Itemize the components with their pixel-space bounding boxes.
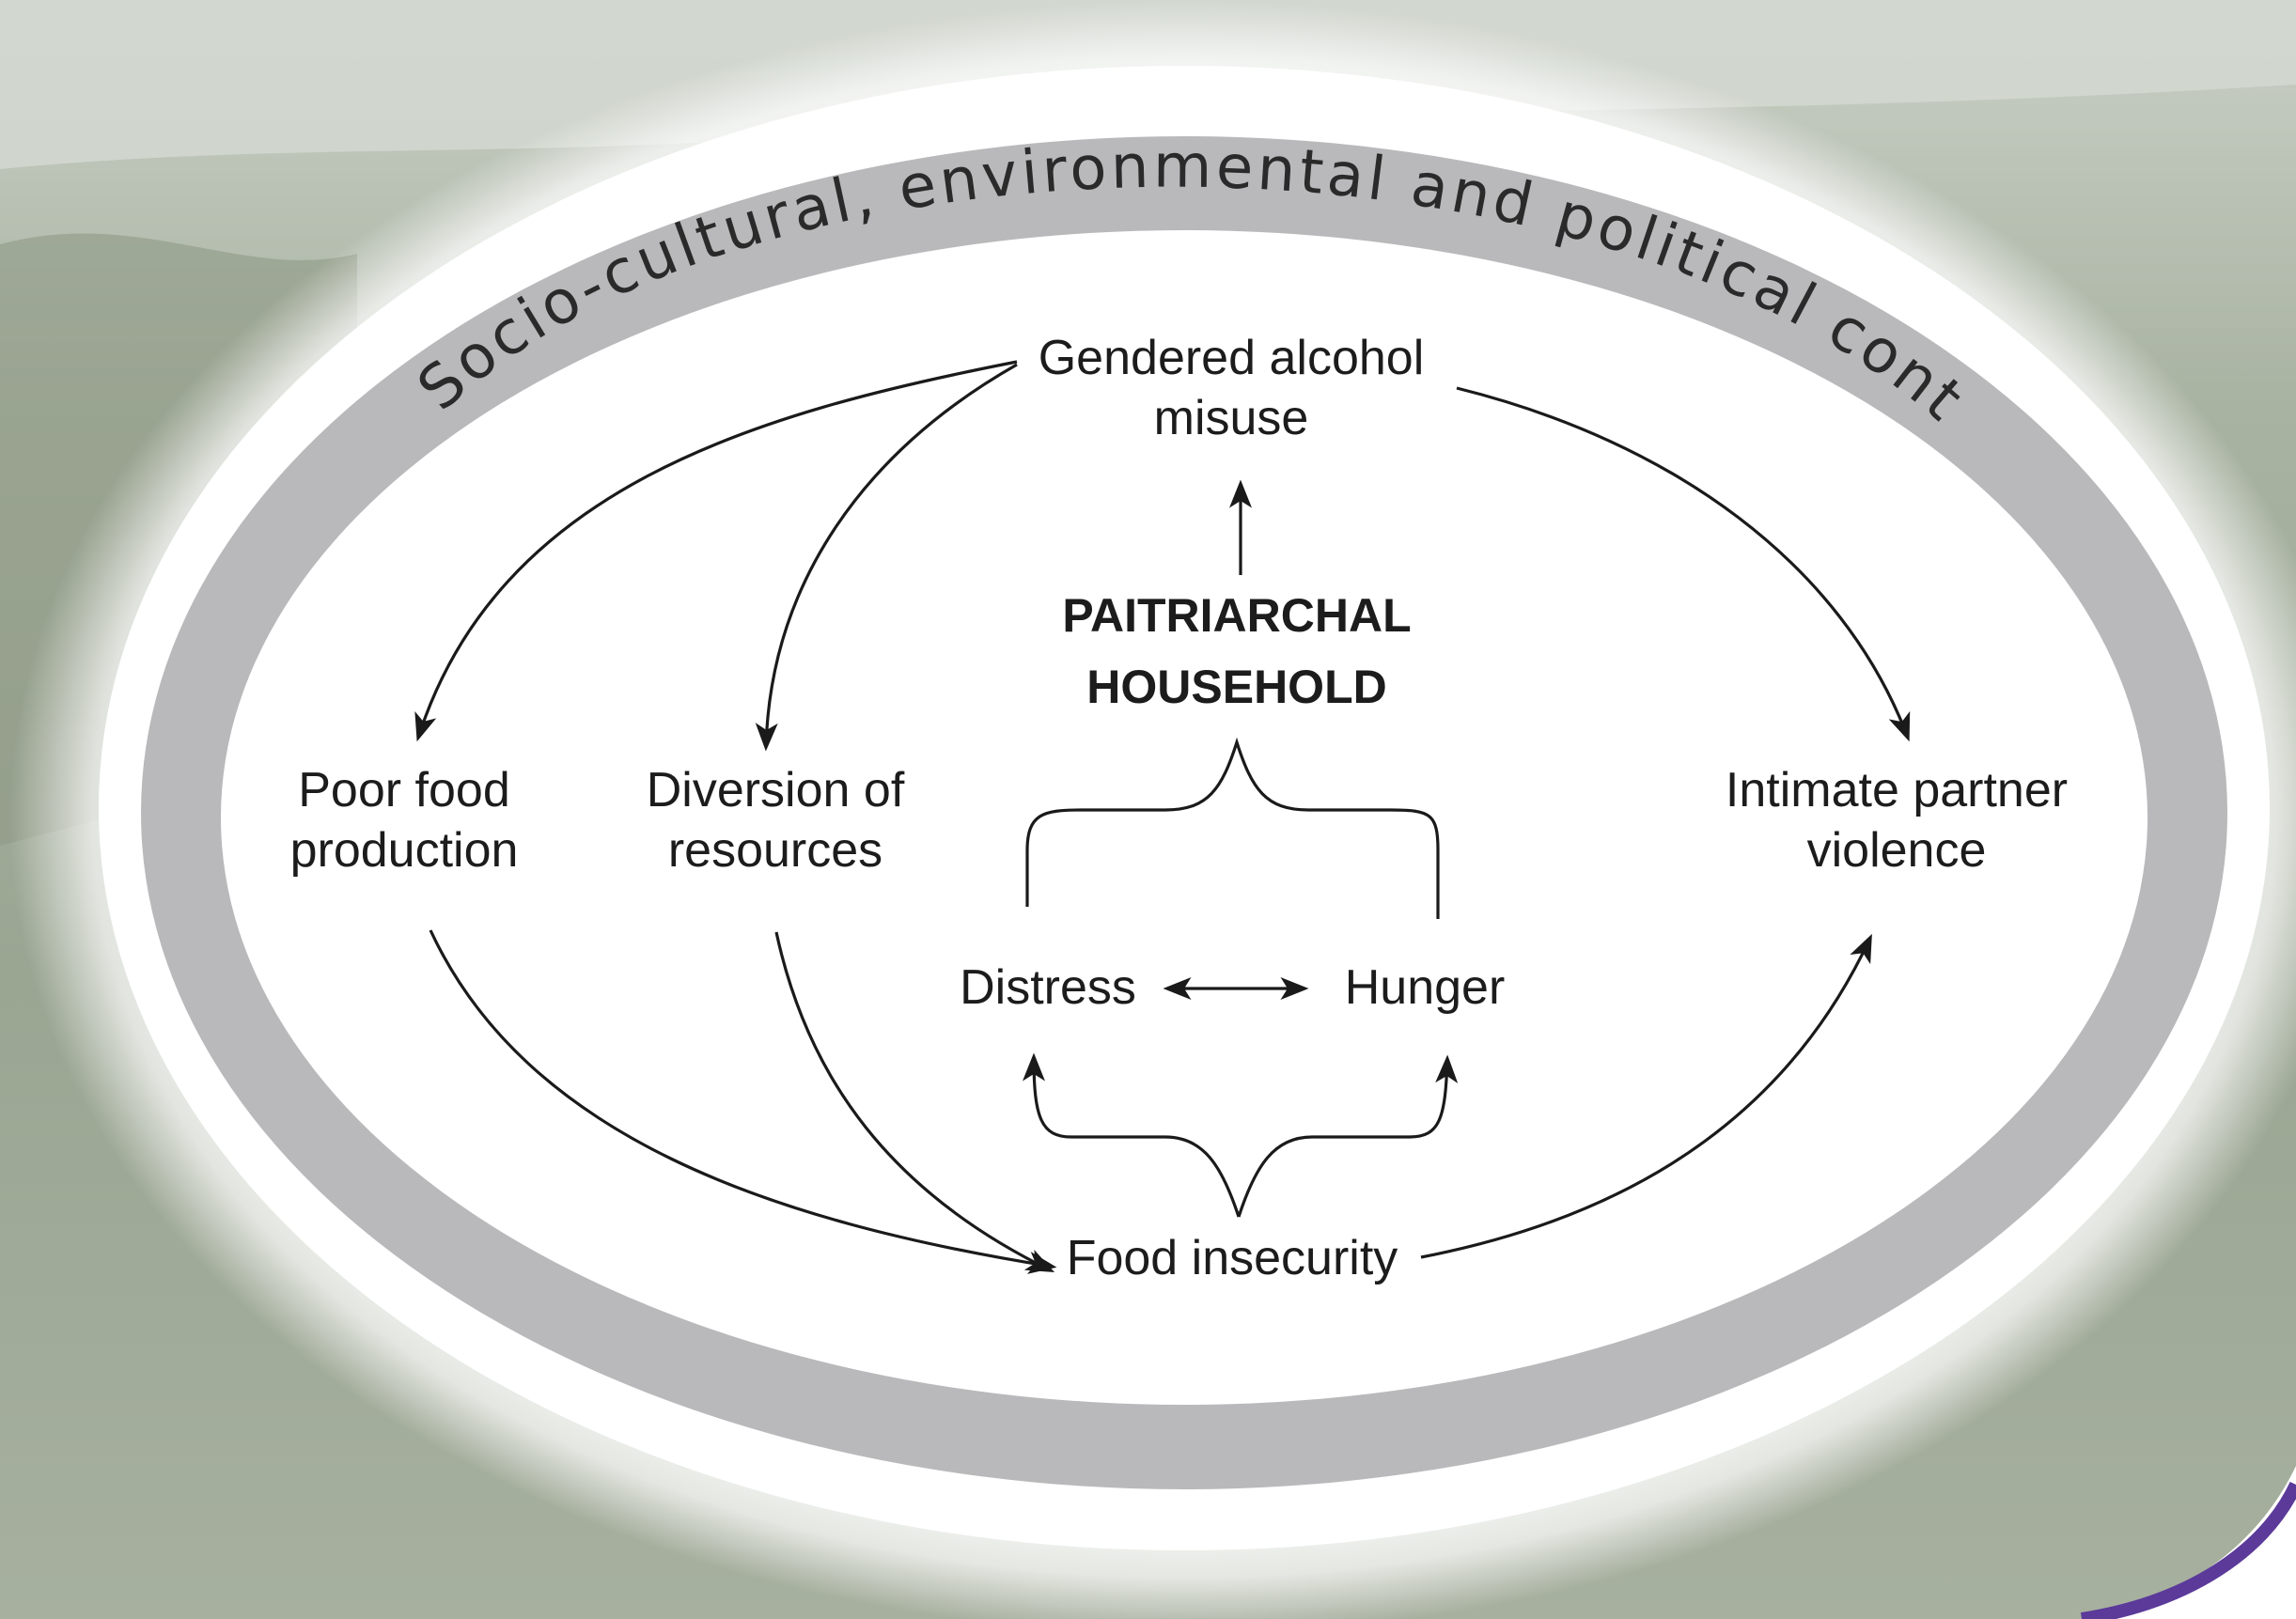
node-ipv: Intimate partner violence [1726, 763, 2068, 878]
arrow-alcohol-to-diversion [755, 363, 1018, 752]
brace-food-insecurity-to-hunger [1237, 1054, 1459, 1218]
node-food-insecurity: Food insecurity [1067, 1231, 1398, 1285]
node-distress: Distress [960, 960, 1136, 1015]
node-alcohol: Gendered alcohol misuse [1039, 331, 1425, 445]
node-ipv-line1: Intimate partner [1726, 763, 2068, 817]
node-diversion-line2: resources [668, 823, 882, 878]
node-alcohol-line2: misuse [1154, 391, 1309, 445]
node-poor-food-line2: production [290, 823, 519, 878]
node-household-line2: HOUSEHOLD [1086, 661, 1386, 713]
node-diversion-line1: Diversion of [647, 763, 905, 817]
arrow-poor-food-to-food-insecurity [429, 929, 1057, 1274]
node-hunger: Hunger [1345, 960, 1506, 1015]
brace-food-insecurity-to-distress [1023, 1052, 1241, 1218]
inner-oval [221, 230, 2148, 1405]
arrow-alcohol-to-ipv [1456, 386, 1911, 742]
node-household-line1: PAITRIARCHAL [1062, 589, 1411, 642]
corner-white [2086, 1466, 2296, 1619]
arrows [414, 360, 1911, 1274]
purple-accent-arc [2080, 1482, 2296, 1619]
node-poor-food-line1: Poor food [298, 763, 510, 817]
node-household: PAITRIARCHAL HOUSEHOLD [1062, 589, 1411, 713]
node-diversion: Diversion of resources [647, 763, 905, 878]
arrow-food-insecurity-to-ipv [1420, 933, 1872, 1259]
node-poor-food: Poor food production [290, 763, 519, 878]
arrow-diversion-to-food-insecurity [774, 931, 1055, 1272]
brace-household [1025, 737, 1440, 919]
arrow-alcohol-to-poor-food [414, 360, 1018, 742]
node-alcohol-line1: Gendered alcohol [1039, 331, 1425, 385]
node-ipv-line2: violence [1807, 823, 1987, 878]
